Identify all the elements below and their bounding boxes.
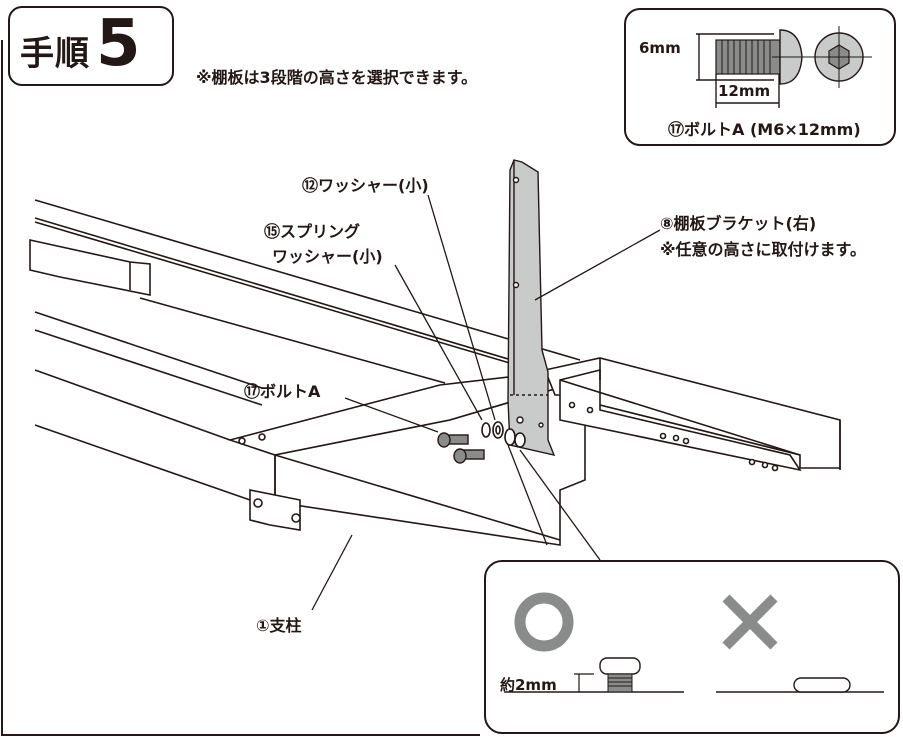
bracket-label-2: ※任意の高さに取付けます。 xyxy=(660,240,866,259)
washers xyxy=(481,421,526,448)
spring-washer-label-1: ⑮スプリング xyxy=(264,222,361,241)
bolt-spec-drawing xyxy=(696,26,872,108)
bolt-spec-caption: ⑰ボルトA (M6×12mm) xyxy=(668,120,861,139)
bracket-label-1: ⑧棚板ブラケット(右) xyxy=(660,214,817,233)
detail-drawing xyxy=(504,592,884,693)
left-block xyxy=(29,239,151,296)
right-post xyxy=(543,357,841,472)
spring-washer-label-2: ワッシャー(小) xyxy=(272,247,383,266)
bolt-a-label: ⑰ボルトA xyxy=(244,382,321,401)
bolt-diameter-label: 6mm xyxy=(639,39,681,57)
washer-small-label: ⑫ワッシャー(小) xyxy=(302,176,429,195)
bolts xyxy=(437,432,485,464)
step-label: 手順 xyxy=(20,34,90,74)
bad-cross-mark xyxy=(722,594,778,650)
back-rail xyxy=(34,199,581,384)
front-rail xyxy=(34,311,263,501)
step-number: 5 xyxy=(96,7,141,81)
gap-label: 約2mm xyxy=(500,676,557,694)
good-circle-mark xyxy=(514,592,574,652)
step-header-box xyxy=(8,6,174,86)
post-label: ①支柱 xyxy=(256,616,302,635)
shelf-bracket xyxy=(507,159,556,456)
bolt-length-label: 12mm xyxy=(718,82,771,100)
height-note: ※棚板は3段階の高さを選択できます。 xyxy=(196,68,478,87)
leader-lines xyxy=(311,194,661,611)
bolt-spec-box xyxy=(624,8,896,146)
lower-block xyxy=(249,489,301,531)
